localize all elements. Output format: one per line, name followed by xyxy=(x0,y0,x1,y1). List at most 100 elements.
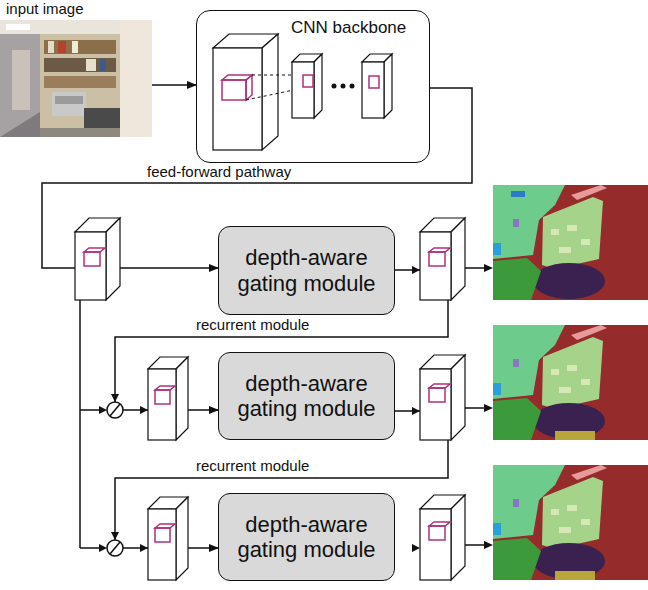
segmentation-output xyxy=(542,197,603,269)
skip-connection xyxy=(80,300,100,548)
input-photo xyxy=(58,41,66,53)
feature-map xyxy=(420,369,451,440)
segmentation-output xyxy=(493,325,648,440)
skip-connection xyxy=(111,394,119,402)
segmentation-output xyxy=(493,185,648,300)
segmentation-output xyxy=(567,225,577,231)
segmentation-output xyxy=(493,523,501,535)
input-photo xyxy=(44,40,116,54)
backbone-feature-maps xyxy=(213,34,392,150)
input-photo xyxy=(12,50,30,110)
segmentation-output xyxy=(581,379,590,385)
input-photo xyxy=(40,128,120,137)
segmentation-output xyxy=(493,325,648,440)
backbone-feature-maps xyxy=(314,54,322,118)
input-photo xyxy=(52,92,86,116)
backbone-feature-maps xyxy=(332,84,337,89)
segmentation-output xyxy=(493,258,541,300)
flow-arrow xyxy=(484,404,493,412)
feature-map xyxy=(451,355,465,440)
skip-connection xyxy=(99,544,107,552)
segmentation-output xyxy=(513,499,519,507)
segmentation-output xyxy=(571,185,607,200)
skip-connection xyxy=(99,406,107,414)
flow-arrow xyxy=(412,266,420,274)
segmentation-output xyxy=(513,359,519,367)
skip-connection xyxy=(111,532,119,540)
backbone-feature-maps xyxy=(222,80,246,100)
feature-map xyxy=(84,252,100,266)
segmentation-output xyxy=(542,337,603,409)
segmentation-output xyxy=(533,543,605,579)
segmentation-output xyxy=(493,243,501,255)
flow-arrow xyxy=(140,544,148,552)
flow-arrow xyxy=(484,541,493,549)
feature-map xyxy=(176,357,188,440)
segmentation-output xyxy=(559,247,571,253)
edge-label: recurrent module xyxy=(194,316,311,333)
flow-arrow xyxy=(412,407,420,415)
feature-map xyxy=(451,218,465,300)
segmentation-output xyxy=(513,219,519,227)
segmentation-output xyxy=(493,465,648,580)
gating-module: depth-aware gating module xyxy=(218,352,395,440)
feature-map xyxy=(429,526,445,540)
segmentation-output xyxy=(493,185,648,300)
segmentation-output xyxy=(493,398,541,440)
segmentation-output xyxy=(511,191,525,197)
merge-operator xyxy=(107,402,123,556)
input-image: input image xyxy=(0,0,152,137)
backbone-feature-maps xyxy=(303,75,313,87)
input-photo xyxy=(55,96,83,104)
segmentation-output xyxy=(581,239,590,245)
backbone-box: CNN backbone xyxy=(196,10,430,163)
segmentation-output xyxy=(551,229,559,235)
feature-map xyxy=(155,386,175,390)
backbone-feature-maps xyxy=(362,62,384,118)
feature-map xyxy=(84,248,105,252)
segmentation-output xyxy=(567,365,577,371)
segmentation-output xyxy=(571,325,607,340)
backbone-feature-maps xyxy=(262,34,278,150)
node-text: depth-aware gating module xyxy=(227,371,386,422)
feature-map xyxy=(429,384,450,388)
feature-map xyxy=(420,232,451,300)
segmentation-output xyxy=(542,477,603,549)
node-text: depth-aware gating module xyxy=(227,245,386,296)
flow-arrow xyxy=(484,264,493,272)
feature-map xyxy=(155,390,170,404)
edge-label: recurrent module xyxy=(194,457,311,474)
feature-map xyxy=(75,232,106,300)
merge-operator xyxy=(107,540,123,556)
segmentation-output xyxy=(493,383,501,395)
flow-arrow xyxy=(465,544,485,546)
segmentation-output xyxy=(493,465,648,580)
skip-connection xyxy=(80,300,119,552)
feature-map xyxy=(429,252,445,266)
feature-map xyxy=(155,528,170,542)
connector xyxy=(152,84,196,86)
feature-map xyxy=(420,509,451,580)
flow-arrow xyxy=(140,406,148,414)
segmentation-output xyxy=(559,387,571,393)
input-photo xyxy=(86,59,96,71)
input-photo xyxy=(6,24,30,30)
merge-operator xyxy=(110,404,120,416)
input-photo xyxy=(0,20,152,137)
input-photo xyxy=(44,76,116,88)
node-text: CNN backbone xyxy=(291,18,423,38)
segmentation-output xyxy=(555,431,595,440)
feature-map xyxy=(451,495,465,580)
segmentation-output xyxy=(555,571,595,580)
backbone-feature-maps xyxy=(292,62,314,118)
input-photo xyxy=(0,20,152,137)
feature-map xyxy=(429,248,450,252)
input-photo xyxy=(72,41,78,53)
node-text: input image xyxy=(6,0,152,18)
edge-label: feed-forward pathway xyxy=(145,163,293,180)
merge-operator xyxy=(110,542,120,554)
segmentation-output xyxy=(581,519,590,525)
flow-arrow xyxy=(465,407,485,409)
input-photo xyxy=(48,41,54,53)
